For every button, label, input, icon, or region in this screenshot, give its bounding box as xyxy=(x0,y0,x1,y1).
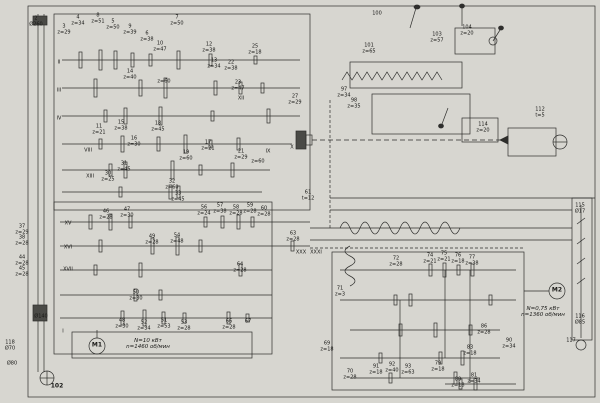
motor-m2 xyxy=(524,282,566,300)
drawing-frame xyxy=(27,5,596,398)
headstock-gearbox xyxy=(53,13,311,211)
feed-gearbox xyxy=(53,201,310,355)
carriage-cross-slide xyxy=(329,3,595,228)
apron xyxy=(331,245,525,391)
belt-drive xyxy=(32,14,55,386)
tailstock xyxy=(499,127,568,157)
bed-end-bracket xyxy=(571,197,593,351)
motor-m1 xyxy=(71,330,253,359)
feed-rods xyxy=(310,221,572,249)
spindle-chuck xyxy=(295,130,508,150)
